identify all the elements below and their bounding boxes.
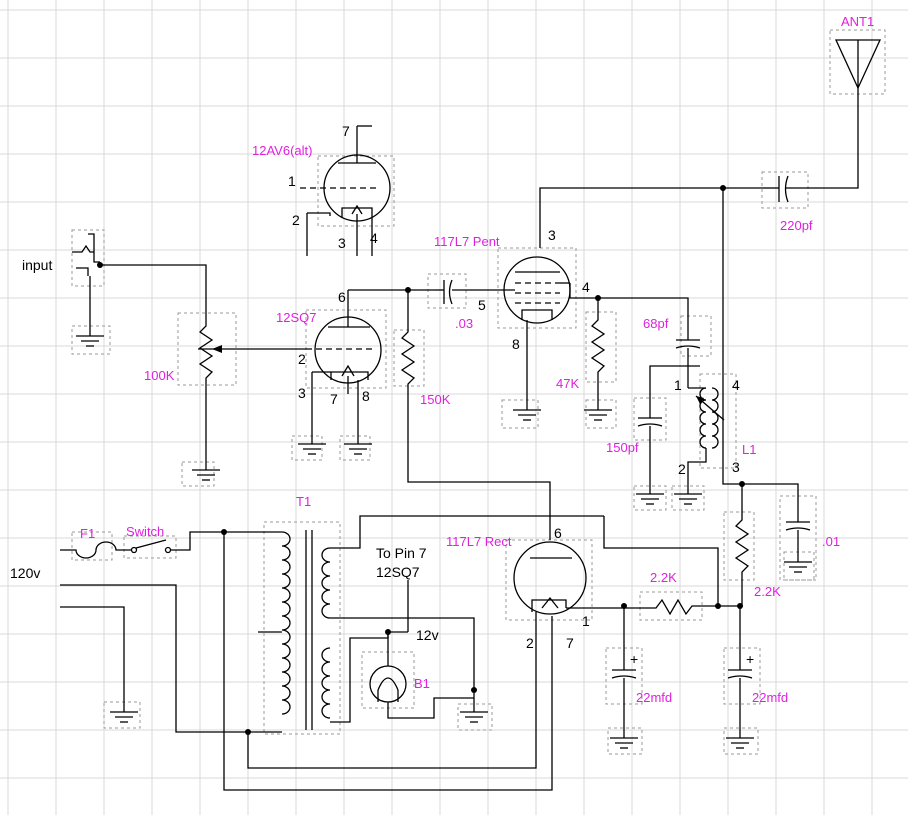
label-res-2-2k-a: 2.2K — [650, 570, 677, 585]
label-cap-150pf: 150pf — [606, 440, 639, 455]
resistor-150k — [400, 290, 551, 540]
antenna-ant1 — [786, 39, 882, 189]
svg-text:+: + — [746, 651, 754, 667]
label-tube-117l7-rect: 117L7 Rect — [446, 534, 512, 549]
tube-12sq7 — [306, 290, 382, 438]
label-input: input — [22, 257, 52, 273]
label-cap-220pf: 220pf — [780, 218, 813, 233]
pin-label: 7 — [342, 123, 350, 139]
label-pot-100k: 100K — [144, 368, 175, 383]
pin-label: 2 — [678, 461, 686, 477]
label-bulb-b1: B1 — [414, 676, 430, 691]
transformer-t1 — [258, 530, 331, 730]
secondary-wiring — [330, 515, 604, 723]
capacitor-03 — [435, 279, 515, 305]
label-to-pin-7: To Pin 7 — [376, 545, 427, 561]
label-tube-12av6: 12AV6(alt) — [252, 143, 312, 158]
pin-label: 5 — [478, 297, 486, 313]
pin-label: 8 — [512, 336, 520, 352]
pin-label: 1 — [288, 173, 296, 189]
pin-label: 4 — [732, 377, 740, 393]
label-coil-l1: L1 — [742, 442, 756, 457]
component-boxes — [71, 29, 886, 755]
pin-label: 3 — [338, 235, 346, 251]
ground-symbols — [76, 330, 812, 749]
pin-label: 4 — [370, 230, 378, 246]
potentiometer-100k — [198, 316, 306, 464]
label-tube-12sq7: 12SQ7 — [276, 310, 316, 325]
label-12sq7-ref: 12SQ7 — [376, 564, 420, 580]
pin-label: 1 — [582, 613, 590, 629]
annotations: input 120v To Pin 7 12SQ7 12v — [10, 257, 439, 643]
label-res-150k: 150K — [420, 392, 451, 407]
pin-label: 3 — [732, 459, 740, 475]
pin-label: 1 — [674, 377, 682, 393]
filter-network: + + — [598, 481, 811, 732]
pin-label: 2 — [298, 351, 306, 367]
capacitor-220pf — [763, 175, 789, 203]
label-120v: 120v — [10, 565, 40, 581]
label-fuse-f1: F1 — [80, 526, 95, 541]
capacitor-68pf — [675, 316, 701, 380]
tube-12av6 — [300, 125, 391, 256]
coil-l1 — [687, 380, 725, 488]
label-res-2-2k-b: 2.2K — [754, 584, 781, 599]
pin-label: 3 — [298, 385, 306, 401]
label-cap-22mfd-a: 22mfd — [636, 690, 672, 705]
label-cap-03: .03 — [455, 316, 473, 331]
pin-label: 3 — [548, 227, 556, 243]
pin-label: 2 — [526, 635, 534, 651]
pin-label: 2 — [292, 212, 300, 228]
pin-label: 6 — [338, 289, 346, 305]
input-jack — [72, 233, 207, 330]
mains-wiring — [60, 529, 553, 791]
tube-117l7-rect — [513, 541, 598, 616]
pin-label: 4 — [582, 279, 590, 295]
label-tube-117l7-pent: 117L7 Pent — [434, 234, 500, 249]
pin-label: 6 — [554, 525, 562, 541]
label-res-47k: 47K — [556, 376, 579, 391]
pin-label: 7 — [330, 391, 338, 407]
label-switch: Switch — [126, 524, 164, 539]
pin-label: 7 — [566, 635, 574, 651]
resistor-47k — [590, 298, 606, 404]
bulb-b1 — [369, 665, 407, 703]
label-transformer-t1: T1 — [296, 494, 311, 509]
label-ant1: ANT1 — [841, 14, 874, 29]
label-cap-01: .01 — [822, 534, 840, 549]
svg-text:+: + — [630, 651, 638, 667]
pin-numbers: 7 1 2 3 4 3 4 5 8 6 2 3 7 8 1 4 2 3 6 1 … — [288, 123, 740, 651]
label-12v: 12v — [416, 627, 439, 643]
component-labels: ANT1 220pf 12AV6(alt) 117L7 Pent 12SQ7 .… — [80, 14, 874, 705]
label-cap-68pf: 68pf — [643, 316, 669, 331]
pin-label: 8 — [362, 388, 370, 404]
label-cap-22mfd-b: 22mfd — [752, 690, 788, 705]
capacitor-150pf — [637, 365, 700, 488]
